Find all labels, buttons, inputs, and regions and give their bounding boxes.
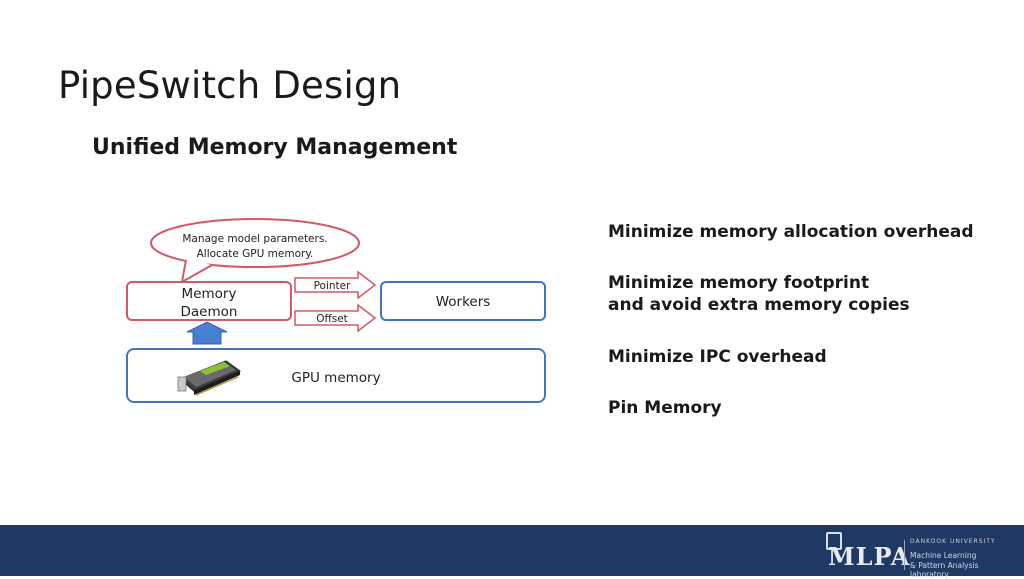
callout-bubble: Manage model parameters. Allocate GPU me…: [150, 218, 360, 284]
bullet-3-line-1: Minimize IPC overhead: [608, 347, 827, 367]
gpu-memory-box: GPU memory: [126, 348, 546, 403]
workers-box: Workers: [380, 281, 546, 321]
bullet-2: Minimize memory footprint and avoid extr…: [608, 272, 910, 316]
callout-line-1: Manage model parameters.: [182, 233, 327, 245]
daemon-label-line-1: Memory: [182, 286, 237, 302]
logo-divider: [904, 540, 905, 570]
daemon-label-line-2: Daemon: [181, 304, 238, 320]
bullet-4: Pin Memory: [608, 397, 722, 419]
bullet-2-line-1: Minimize memory footprint: [608, 273, 870, 293]
bullet-3: Minimize IPC overhead: [608, 346, 827, 368]
logo-university: DANKOOK UNIVERSITY: [910, 538, 996, 545]
offset-arrow: Offset: [294, 303, 377, 333]
logo-mark-icon: [826, 532, 842, 550]
logo-lab-line-2: & Pattern Analysis laboratory: [910, 561, 979, 579]
mlpa-logo: MLPA DANKOOK UNIVERSITY Machine Learning…: [818, 528, 1014, 579]
slide-subtitle: Unified Memory Management: [92, 135, 458, 160]
bullet-2-line-2: and avoid extra memory copies: [608, 295, 910, 315]
bullet-1: Minimize memory allocation overhead: [608, 221, 974, 243]
logo-text: MLPA: [828, 542, 911, 571]
pointer-label: Pointer: [314, 280, 352, 292]
bullet-4-line-1: Pin Memory: [608, 398, 722, 418]
gpu-memory-label: GPU memory: [291, 370, 380, 386]
bullet-1-line-1: Minimize memory allocation overhead: [608, 222, 974, 242]
memory-diagram: Manage model parameters. Allocate GPU me…: [126, 218, 546, 403]
slide-title: PipeSwitch Design: [58, 64, 402, 107]
pointer-arrow: Pointer: [294, 270, 377, 300]
callout-line-2: Allocate GPU memory.: [197, 248, 314, 260]
up-arrow-icon: [186, 321, 228, 345]
logo-lab-line-1: Machine Learning: [910, 551, 977, 560]
offset-label: Offset: [316, 313, 348, 325]
footer-bar: [0, 525, 1024, 576]
memory-daemon-box: Memory Daemon: [126, 281, 292, 321]
workers-label: Workers: [436, 294, 491, 310]
gpu-card-icon: [177, 360, 242, 396]
